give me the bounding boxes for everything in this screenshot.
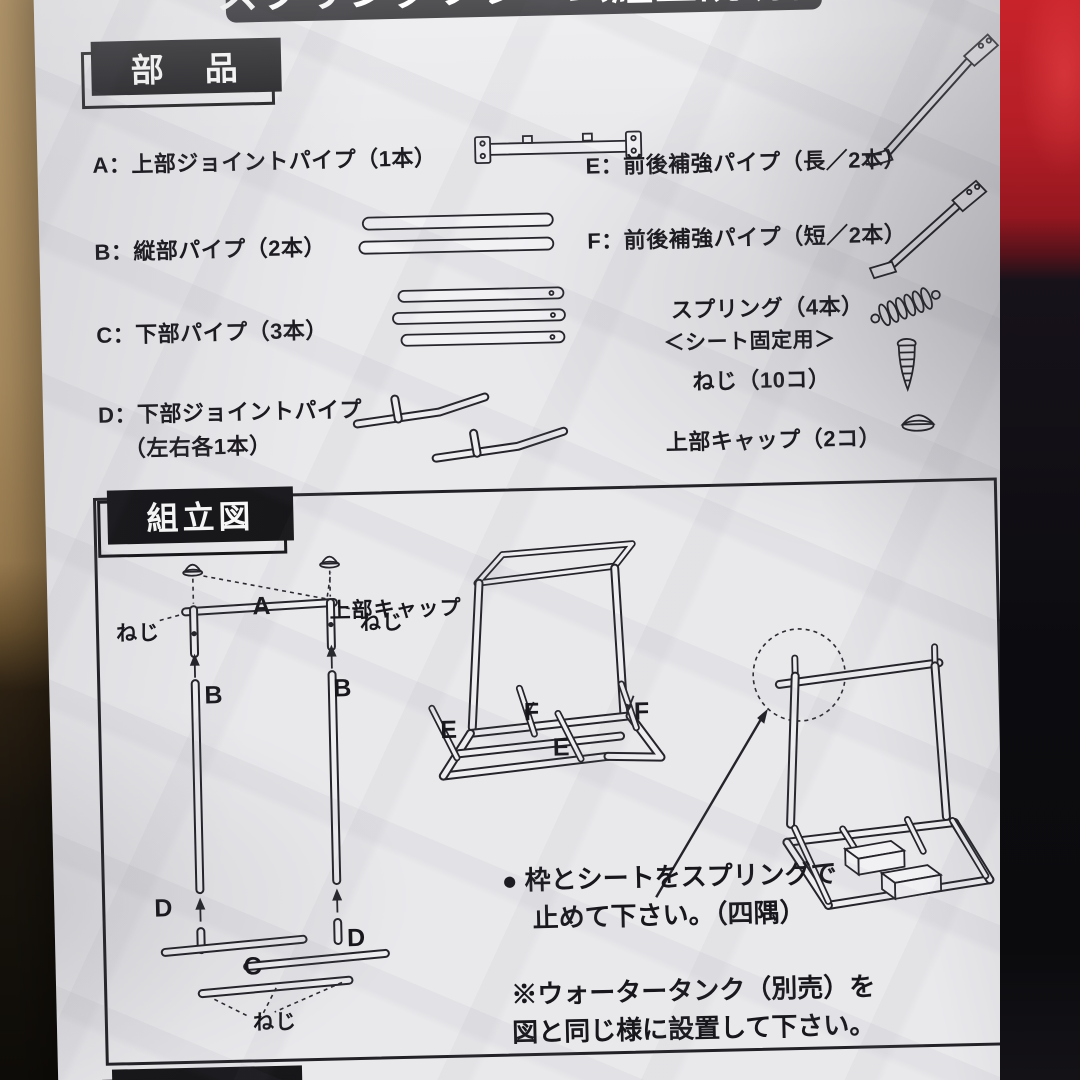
part-e-drawing <box>865 33 1000 168</box>
manual-title: スプリングフレーム組立説明書 <box>216 0 831 23</box>
spring-note-line1: ● 枠とシートをスプリングで <box>501 858 837 896</box>
spring-label-line2: ＜シート固定用＞ <box>663 328 836 355</box>
screw-label: ねじ（10コ） <box>692 366 831 395</box>
diagram-label-neji-left: ねじ <box>115 621 161 646</box>
instruction-sheet: スプリングフレーム組立説明書 部 品 A：上部ジョイントパイプ（1本） B：縦部… <box>32 0 1032 1080</box>
diagram-label-neji-bottom: ねじ <box>252 1010 298 1035</box>
part-c-label: C：下部パイプ（3本） <box>96 317 329 348</box>
parts-header-label: 部 品 <box>130 49 243 89</box>
screw-drawing <box>896 338 917 393</box>
diagram-label-a: A <box>252 591 271 621</box>
diagram-label-d-right: D <box>346 923 366 953</box>
part-d-drawing <box>352 392 569 463</box>
diagram-label-b-left: B <box>204 681 223 710</box>
assembly-frame-diagram <box>428 540 666 781</box>
part-d-label: D：下部ジョイントパイプ <box>97 396 363 428</box>
spring-label: スプリング（4本） <box>670 293 864 323</box>
spring-drawing <box>870 287 941 327</box>
parts-section-header: 部 品 <box>90 37 282 96</box>
part-b-drawing <box>358 212 555 255</box>
spring-note-line2: 止めて下さい。（四隅） <box>532 896 806 934</box>
diagram-label-d-left: D <box>153 894 173 923</box>
cap-drawing <box>900 414 936 432</box>
part-a-label: A：上部ジョイントパイプ（1本） <box>92 145 437 178</box>
assembled-frame-diagram <box>752 628 995 910</box>
part-b-label: B：縦部パイプ（2本） <box>94 234 327 265</box>
assembly-section-header: 組立図 <box>106 486 294 545</box>
red-and-black-fabric-background <box>1000 0 1080 1080</box>
diagram-label-e-mid: E <box>552 733 570 762</box>
diagram-label-c: C <box>243 952 263 981</box>
part-d-label-line2: （左右各1本） <box>123 432 272 462</box>
diagram-label-b-right: B <box>333 674 352 703</box>
part-a-drawing <box>474 130 643 165</box>
diagram-label-e-left: E <box>440 715 458 745</box>
diagram-label-neji-right: ねじ <box>359 610 405 635</box>
assembly-header-label: 組立図 <box>146 498 255 537</box>
callout-arrow <box>655 708 768 898</box>
diagram-label-f-right: F <box>633 697 650 726</box>
part-f-drawing <box>868 179 988 280</box>
assembly-exploded-diagram <box>159 555 390 1018</box>
caution-section-header: ご注意 <box>111 1065 304 1080</box>
part-c-drawing <box>392 286 566 347</box>
diagram-label-f-mid: F <box>523 697 540 727</box>
top-cap-label: 上部キャップ（2コ） <box>665 425 882 455</box>
caution-header-label: ご注意 <box>152 1071 264 1080</box>
